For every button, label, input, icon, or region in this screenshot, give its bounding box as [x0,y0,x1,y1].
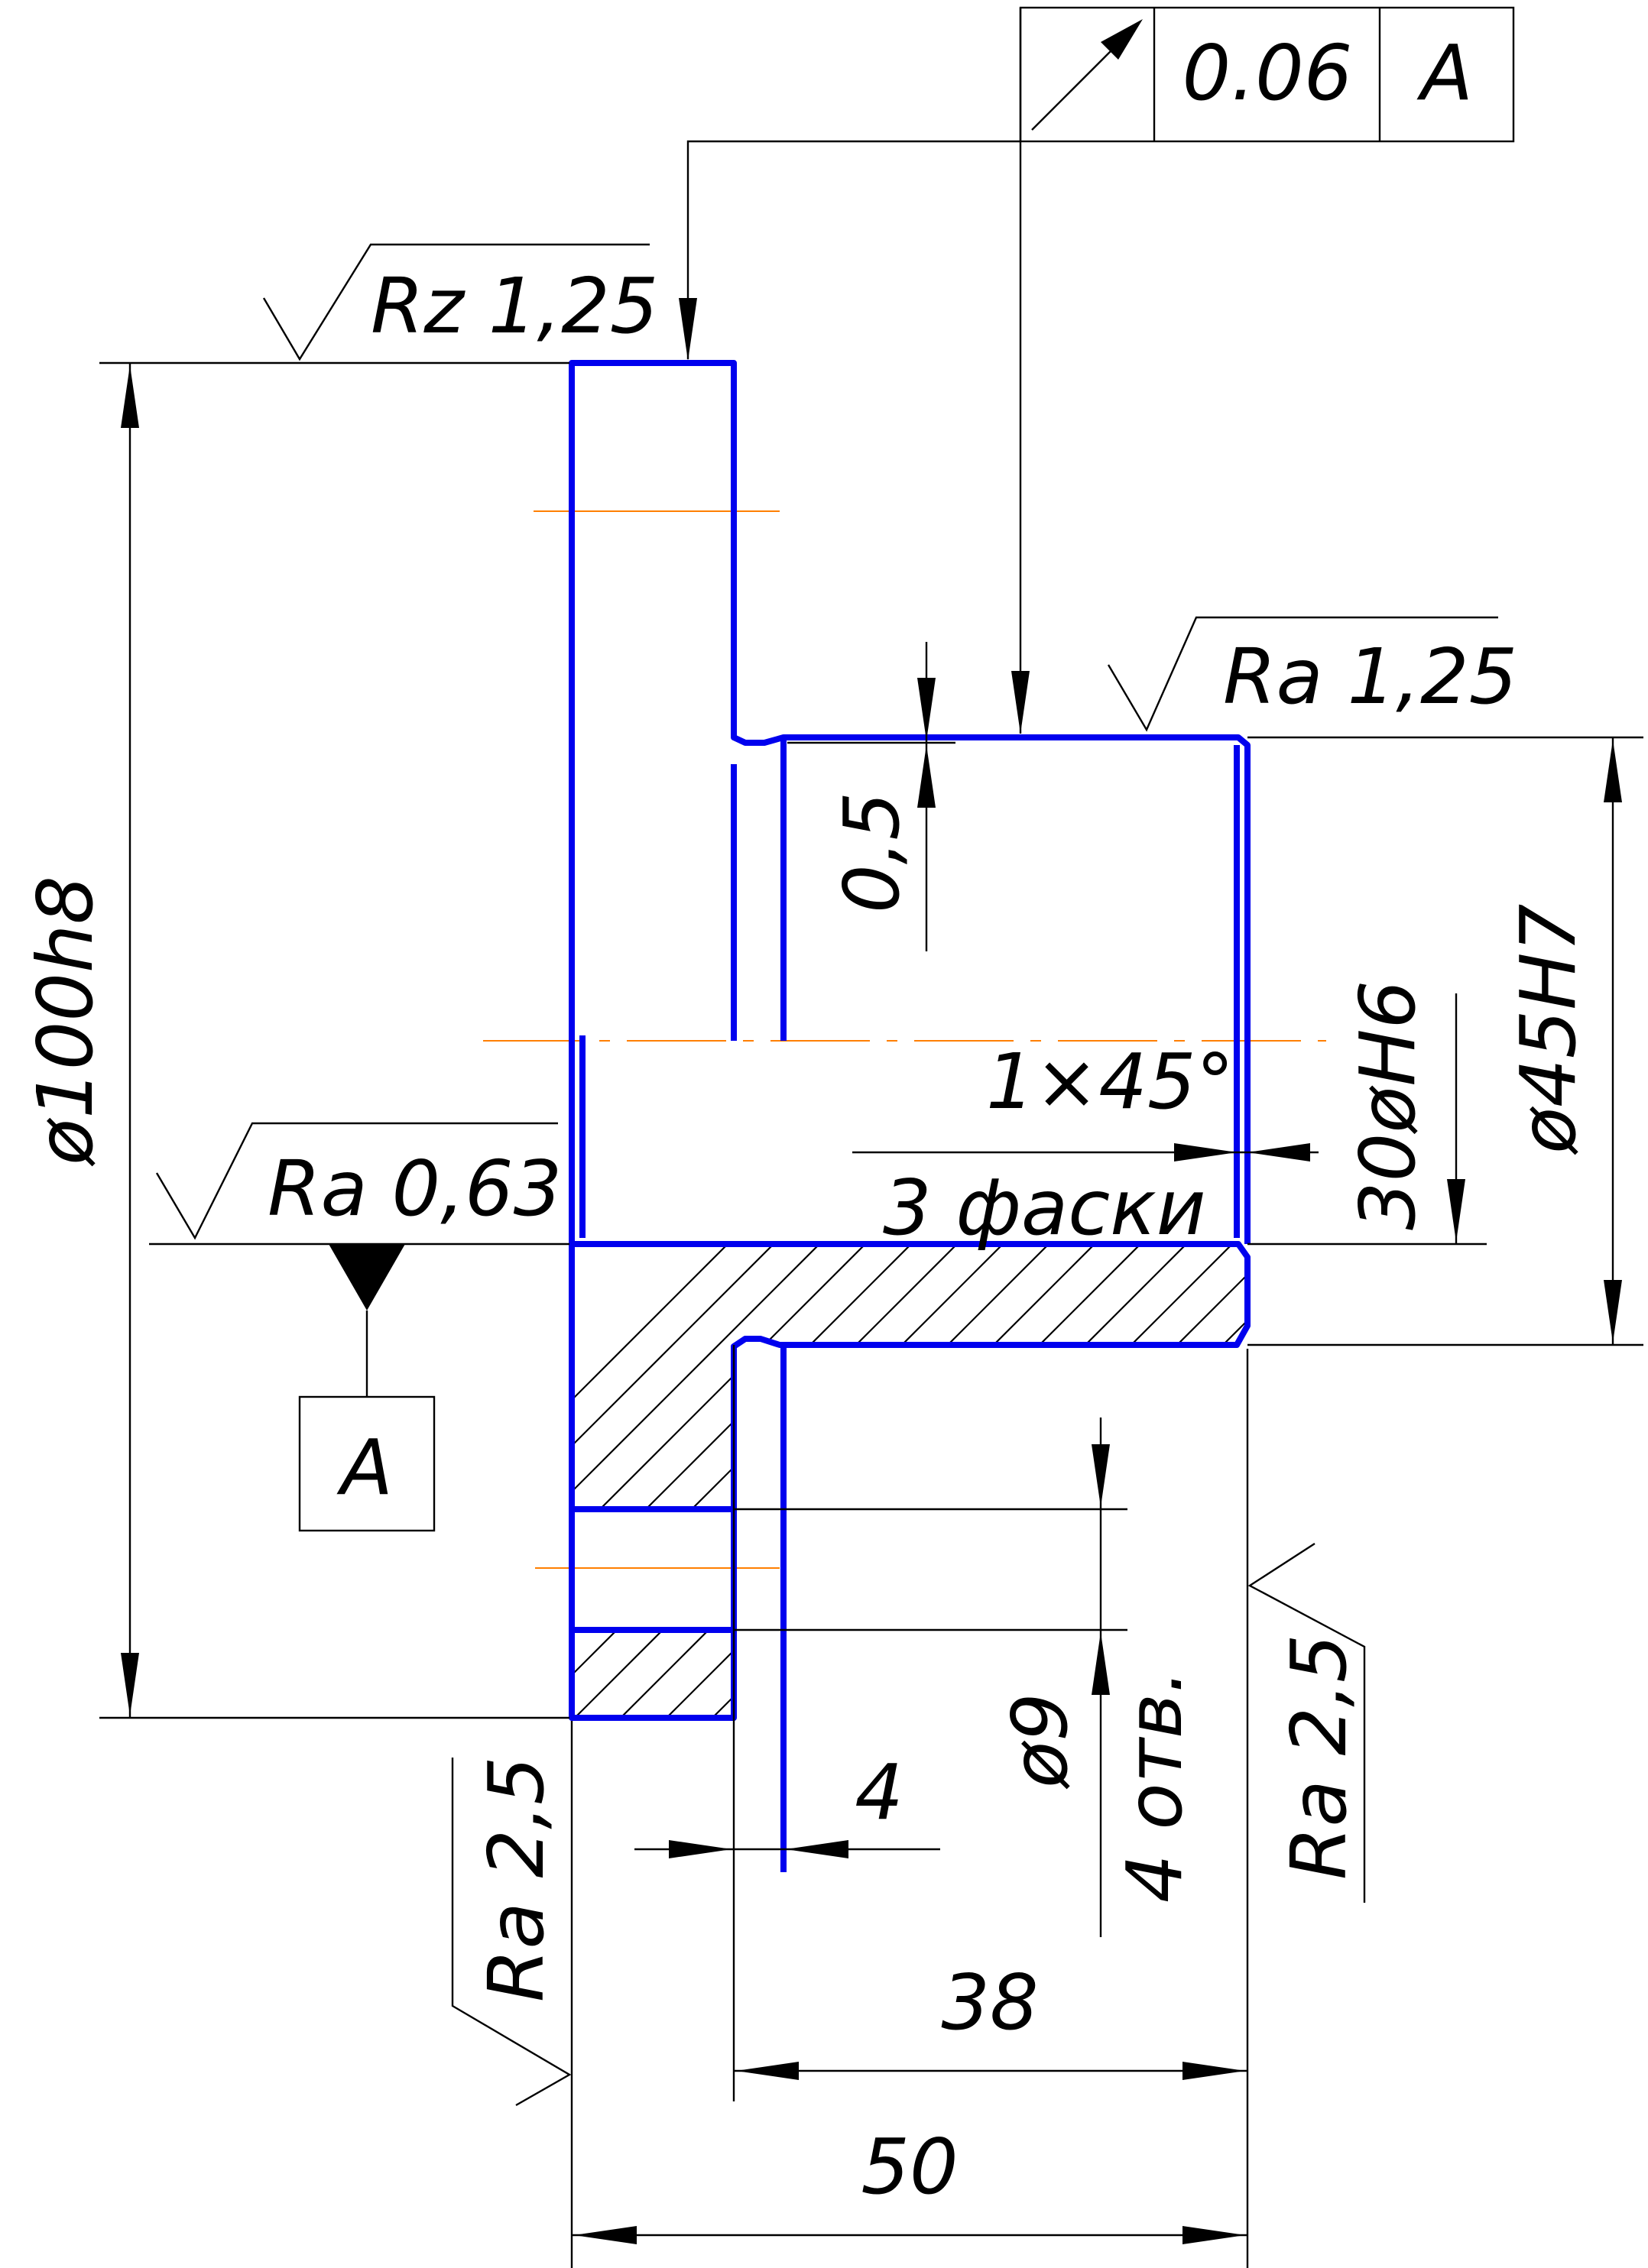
datum-symbol: A [298,1244,436,1532]
dim-text-groove: 4 [855,1748,903,1837]
part-outline [569,360,1251,1872]
dim-text-bore-diameter: ø45H7 [1504,904,1593,1155]
roughness-symbol-icon [451,1758,572,2107]
datum-label: A [336,1423,393,1512]
roughness-top-label: Rz 1,25 [371,261,658,351]
roughness-symbol-icon [1107,616,1498,732]
dim-text-50: 50 [861,2122,958,2211]
dim-text-hole-diameter: ø9 [995,1693,1085,1790]
dim-text-chamfer-note: 3 фаски [883,1163,1206,1252]
roughness-flange-face: Ra 0,63 [155,1122,562,1240]
roughness-flange-label: Ra 0,63 [268,1144,562,1233]
roughness-symbol-icon [262,243,650,361]
dim-text-38: 38 [941,1958,1038,2047]
roughness-left-face: Ra 2,5 [451,1756,572,2107]
lower-section-outline [569,1241,1251,1721]
datum-triangle-icon [329,1244,405,1311]
runout-arrow-icon [1031,19,1143,131]
roughness-bore-step: Ra 1,25 [1107,616,1517,732]
upper-outline [569,360,1251,1244]
roughness-right-face: Ra 2,5 [1247,1542,1366,1903]
roughness-symbol-icon [155,1122,558,1240]
dim-text-outer-diameter: ø100h8 [21,876,110,1167]
roughness-top: Rz 1,25 [262,243,658,361]
tolerance-datum: A [1416,28,1473,118]
arrowheads [121,298,1622,2244]
tolerance-frame: 0.06 A [1019,6,1515,143]
roughness-right-label: Ra 2,5 [1274,1634,1364,1880]
roughness-symbol-icon [1247,1542,1366,1903]
roughness-left-label: Ra 2,5 [472,1756,561,2002]
tolerance-value: 0.06 [1182,28,1353,118]
roughness-bore-step-label: Ra 1,25 [1223,632,1517,721]
dim-text-chamfer: 1×45° [986,1037,1234,1126]
dim-text-hole-count: 4 отв. [1110,1669,1199,1903]
dim-text-inner-bore: 30øH6 [1343,980,1432,1230]
dim-text-step-depth: 0,5 [827,792,916,913]
